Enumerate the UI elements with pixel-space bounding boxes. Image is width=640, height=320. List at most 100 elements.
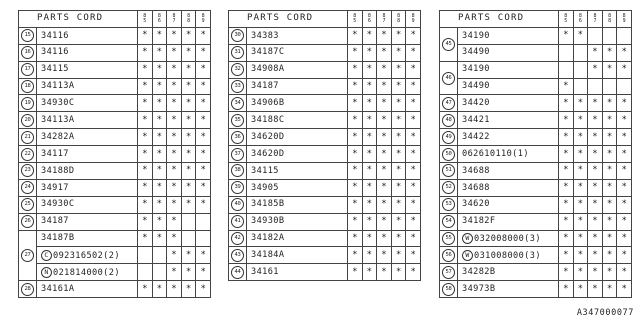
year-digit: 8 [578, 12, 582, 19]
applicability-mark: * [137, 195, 153, 214]
applicability-mark: * [405, 178, 421, 197]
applicability-mark: * [405, 77, 421, 96]
applicability-mark: * [347, 246, 363, 265]
year-digit: 8 [411, 12, 415, 19]
ref-number: 41 [231, 215, 244, 229]
ref-number: 54 [442, 215, 455, 229]
applicability-mark: * [376, 178, 392, 197]
applicability-mark: * [166, 212, 182, 231]
part-prefix: N [41, 266, 52, 278]
applicability-mark: * [180, 60, 197, 79]
applicability-mark: * [601, 263, 618, 282]
part-code-cell: 34185B [246, 195, 348, 214]
applicability-mark: * [361, 111, 378, 130]
applicability-mark: * [616, 195, 632, 214]
ref-number: 49 [442, 130, 455, 144]
ref-number: 43 [231, 248, 244, 262]
part-code-cell: 34187C [246, 43, 348, 62]
ref-number-cell: 21 [18, 128, 37, 147]
applicability-mark: * [587, 229, 603, 248]
part-code-cell: 34187 [36, 212, 138, 231]
part-code-cell: 34187B [36, 229, 138, 248]
applicability-mark: * [151, 229, 168, 248]
ref-number-cell: 48 [439, 111, 458, 130]
part-code: 34917 [41, 182, 69, 193]
part-code: 34420 [462, 98, 490, 109]
applicability-mark: * [558, 128, 574, 147]
applicability-mark: * [390, 77, 407, 96]
applicability-mark: * [347, 77, 363, 96]
ref-number-cell: 19 [18, 94, 37, 113]
year-digit: 8 [187, 12, 191, 19]
applicability-mark: * [195, 162, 211, 180]
ref-number-cell: 31 [228, 43, 247, 62]
applicability-mark: * [390, 195, 407, 214]
applicability-mark: * [195, 128, 211, 147]
applicability-mark: * [601, 229, 618, 248]
diagram-code: A347000077 [576, 308, 634, 318]
year-digit: 5 [353, 17, 357, 24]
year-digit: 8 [367, 12, 371, 19]
ref-number-cell: 58 [439, 280, 458, 299]
applicability-mark: * [361, 195, 378, 214]
ref-number: 53 [442, 198, 455, 212]
applicability-mark: * [166, 94, 182, 113]
applicability-mark: * [376, 128, 392, 147]
year-digit: 8 [608, 17, 612, 24]
parts-cord-header: PARTS CORD [439, 10, 559, 28]
ref-number: 38 [231, 164, 244, 178]
ref-number: 20 [21, 113, 34, 127]
applicability-mark: * [376, 145, 392, 164]
applicability-mark: * [405, 94, 421, 113]
applicability-mark: * [195, 43, 211, 62]
applicability-mark: * [390, 128, 407, 147]
applicability-mark: * [166, 145, 182, 164]
part-code: 34116 [41, 47, 69, 58]
part-code-cell: 34116 [36, 26, 138, 45]
part-code: 34973B [462, 283, 496, 294]
applicability-mark: * [601, 128, 618, 147]
ref-number-cell: 47 [439, 94, 458, 113]
ref-number-cell: 27 [18, 229, 37, 282]
ref-number-cell: 51 [439, 162, 458, 180]
applicability-mark: * [137, 111, 153, 130]
applicability-mark: * [137, 280, 153, 299]
applicability-mark: * [587, 43, 603, 62]
ref-number: 52 [442, 181, 455, 195]
applicability-mark: * [347, 26, 363, 45]
part-code: 34185B [251, 199, 285, 210]
ref-number-cell: 26 [18, 212, 37, 231]
ref-number: 39 [231, 181, 244, 195]
ref-number-cell: 32 [228, 60, 247, 79]
applicability-mark: * [390, 229, 407, 248]
applicability-mark: * [572, 178, 589, 197]
applicability-mark: * [601, 162, 618, 180]
part-code: 34187B [41, 233, 75, 244]
part-code-cell: 34117 [36, 145, 138, 164]
ref-number-cell: 28 [18, 280, 37, 299]
ref-number-cell: 30 [228, 26, 247, 45]
applicability-mark: * [166, 263, 182, 282]
applicability-mark: * [347, 263, 363, 282]
ref-number-cell: 56 [439, 246, 458, 265]
year-digit: 6 [367, 17, 371, 24]
ref-number-cell: 41 [228, 212, 247, 231]
year-digit: 8 [382, 12, 386, 19]
part-code: 34620D [251, 131, 285, 142]
applicability-mark: * [376, 43, 392, 62]
applicability-mark: * [587, 178, 603, 197]
